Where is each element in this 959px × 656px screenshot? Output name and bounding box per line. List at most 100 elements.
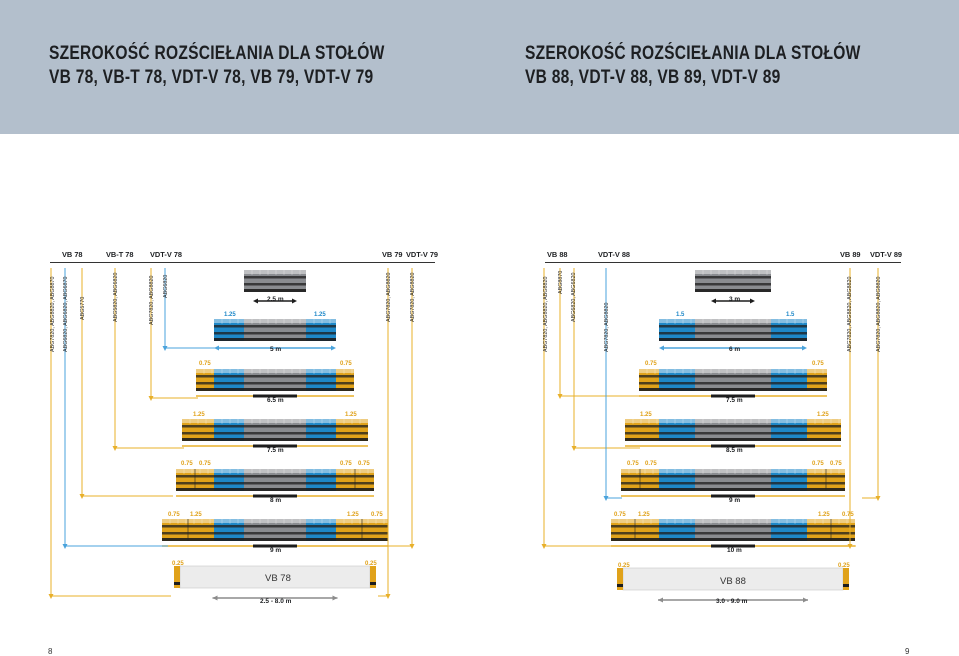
width-label: 2.5 m <box>267 296 284 303</box>
vertical-label: ABG6820 <box>163 274 169 298</box>
right-title-line2: VB 88, VDT-V 88, VB 89, VDT-V 89 <box>525 67 781 88</box>
blue-extension-stripe <box>659 325 695 328</box>
table-core-sheen <box>244 519 306 523</box>
orange-ext-label: 0.75 <box>812 361 824 367</box>
table-core-stripe <box>695 432 771 435</box>
table-core-stripe <box>695 338 771 341</box>
orange-ext-label: 0.75 <box>830 461 842 467</box>
table-core <box>244 270 306 292</box>
vertical-label: ABG7820, ABG8820 <box>386 272 392 322</box>
width-label: 5 m <box>270 346 282 353</box>
blue-extension-stripe <box>306 488 336 491</box>
orange-ext-label: 0.75 <box>645 461 657 467</box>
left-title-line2: VB 78, VB-T 78, VDT-V 78, VB 79, VDT-V 7… <box>49 67 374 88</box>
orange-extension-stripe <box>807 388 827 391</box>
blue-extension-stripe <box>659 475 695 478</box>
table-core-stripe <box>695 425 771 428</box>
blue-extension-stripe <box>771 538 807 541</box>
blue-ext-label: 1.25 <box>314 312 326 318</box>
blue-extension <box>659 319 695 341</box>
orange-extension-stripe <box>336 382 354 385</box>
orange-extension <box>336 419 368 441</box>
blue-extension <box>659 469 695 491</box>
variant-label: VDT-V 89 <box>870 250 903 259</box>
blue-extension-stripe <box>659 388 695 391</box>
orange-ext-label: 0.75 <box>199 361 211 367</box>
orange-extension-stripe <box>807 432 841 435</box>
width-label: 8.5 m <box>726 447 743 454</box>
base-end-stripe <box>174 582 180 585</box>
blue-extension-stripe <box>306 538 336 541</box>
orange-ext-label: 1.25 <box>638 512 650 518</box>
variant-label: VDT-V 78 <box>150 250 183 259</box>
orange-ext-label: 1.25 <box>817 412 829 418</box>
base-end-cap <box>370 566 376 588</box>
left-title-line1: SZEROKOŚĆ ROZŚCIEŁANIA DLA STOŁÓW <box>49 43 385 64</box>
orange-extension <box>639 369 659 391</box>
orange-extension-stripe <box>625 432 659 435</box>
blue-ext-label: 1.5 <box>676 312 685 318</box>
width-label: 3 m <box>729 296 741 303</box>
orange-extension-stripe <box>196 388 214 391</box>
blue-extension-stripe <box>771 482 807 485</box>
blue-extension-stripe <box>214 382 244 385</box>
vertical-label: ABG6820, ABG6820, ABG6870 <box>63 276 69 352</box>
blue-extension <box>306 419 336 441</box>
base-end-cap <box>617 568 623 590</box>
dimension-center-mark <box>253 494 297 498</box>
blue-extension <box>659 419 695 441</box>
blue-extension-stripe <box>214 425 244 428</box>
table-core-stripe <box>244 488 306 491</box>
right-title-line1: SZEROKOŚĆ ROZŚCIEŁANIA DLA STOŁÓW <box>525 43 861 64</box>
orange-extension-stripe <box>807 425 841 428</box>
blue-extension <box>306 319 336 341</box>
blue-ext-label: 1.25 <box>224 312 236 318</box>
variant-label: VB 88 <box>547 250 568 259</box>
arrow-head <box>292 298 297 304</box>
variant-label: VB 78 <box>62 250 83 259</box>
table-core-stripe <box>244 532 306 535</box>
table-core <box>695 419 771 441</box>
blue-extension-stripe <box>306 482 336 485</box>
orange-extension-stripe <box>336 388 354 391</box>
blue-extension-sheen <box>771 369 807 373</box>
blue-extension <box>306 369 336 391</box>
vertical-label: ABG7820, ABG8820, ABG8820 <box>847 276 853 352</box>
base-end-cap <box>174 566 180 588</box>
table-core-stripe <box>695 276 771 279</box>
blue-extension-sheen <box>214 369 244 373</box>
dimension-center-mark <box>253 394 297 398</box>
blue-extension-stripe <box>306 432 336 435</box>
arrow-head <box>212 595 218 601</box>
orange-ext-label: 0.75 <box>645 361 657 367</box>
blue-extension <box>214 369 244 391</box>
table-core-sheen <box>244 469 306 473</box>
arrow-head <box>750 298 755 304</box>
table-core-stripe <box>244 425 306 428</box>
orange-extension-stripe <box>196 382 214 385</box>
table-core-stripe <box>695 283 771 286</box>
orange-extension-stripe <box>639 375 659 378</box>
blue-extension-stripe <box>214 432 244 435</box>
page-number: 8 <box>48 647 53 656</box>
orange-extension-stripe <box>807 382 827 385</box>
table-core-stripe <box>695 532 771 535</box>
blue-extension-stripe <box>306 338 336 341</box>
table-core <box>244 369 306 391</box>
width-label: 7.5 m <box>726 397 743 404</box>
arrow-head <box>711 298 716 304</box>
orange-ext-label: 0.75 <box>340 361 352 367</box>
blue-extension-sheen <box>771 519 807 523</box>
blue-extension-sheen <box>306 419 336 423</box>
blue-extension-stripe <box>771 438 807 441</box>
blue-extension-stripe <box>771 525 807 528</box>
table-core-stripe <box>695 475 771 478</box>
orange-extension-stripe <box>625 425 659 428</box>
blue-extension-stripe <box>659 482 695 485</box>
blue-extension <box>771 319 807 341</box>
orange-extension-stripe <box>336 375 354 378</box>
blue-extension-stripe <box>214 525 244 528</box>
blue-extension-stripe <box>659 488 695 491</box>
table-core-stripe <box>695 382 771 385</box>
variant-label: VDT-V 79 <box>406 250 439 259</box>
